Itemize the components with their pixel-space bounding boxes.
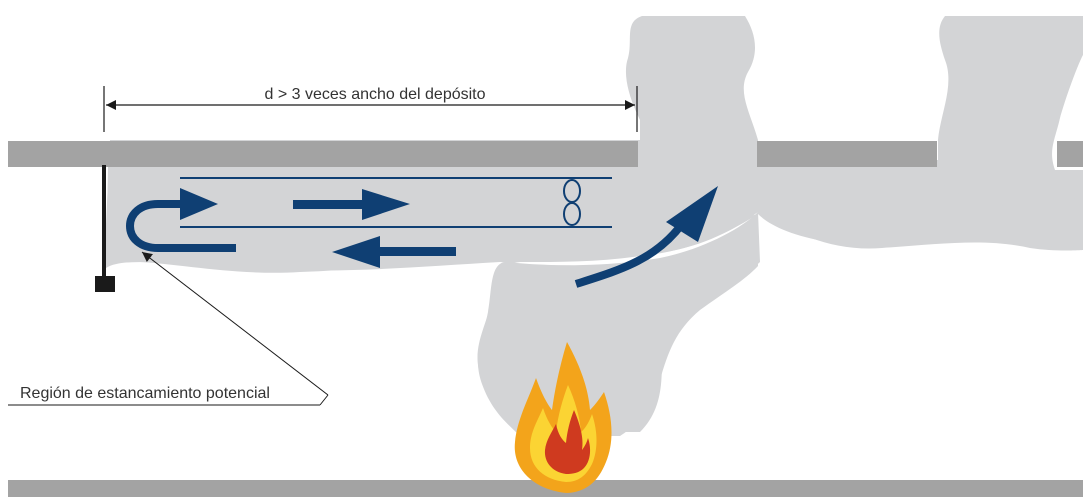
stagnation-label: Región de estancamiento potencial [20, 385, 270, 402]
smoke-layer [106, 167, 1083, 436]
ceiling-slab-left [8, 141, 638, 167]
ceiling-slab-middle [757, 141, 937, 167]
recirculation-arrow-icon [125, 188, 236, 252]
floor-slab [8, 480, 1083, 497]
flow-right-arrow-icon [293, 189, 410, 220]
ceiling-slab-right [1057, 141, 1083, 167]
fan-icon [563, 179, 581, 226]
distance-label: d > 3 veces ancho del depósito [264, 86, 485, 103]
exhaust-arrow-icon [574, 186, 718, 288]
flame-icon [514, 342, 612, 493]
flow-left-arrow-icon [332, 236, 456, 268]
curtain-weight [95, 276, 115, 292]
smoke-curtain [102, 165, 106, 277]
callout-connector [319, 394, 329, 406]
callout-leader-line [141, 251, 329, 396]
